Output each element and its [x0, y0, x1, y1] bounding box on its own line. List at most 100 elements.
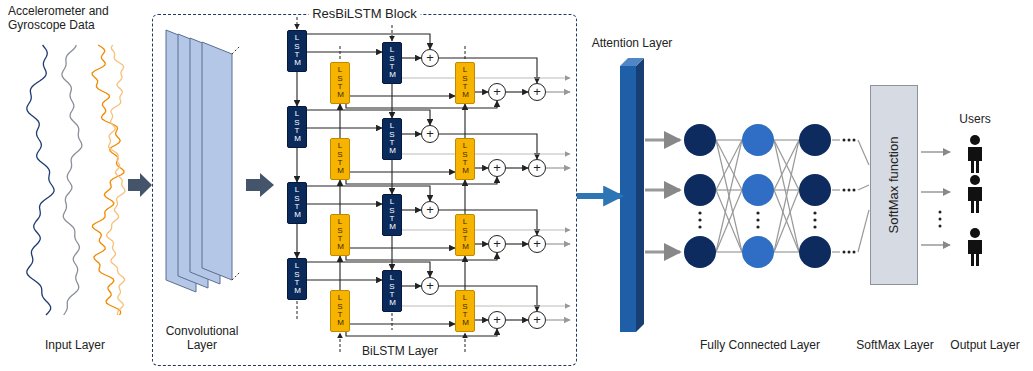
signal-trace [107, 45, 126, 315]
ellipsis-dot [813, 211, 816, 214]
lstm-label: LSTM [389, 274, 395, 308]
lstm-label: LSTM [389, 122, 395, 156]
user-icons [921, 135, 982, 266]
sum-sign: + [493, 85, 501, 98]
connector [307, 203, 382, 204]
lstm-backward: LSTM [455, 290, 475, 332]
ellipsis-dot [813, 218, 816, 221]
lstm-label: LSTM [337, 294, 343, 328]
connector [339, 104, 340, 138]
fc-link [774, 140, 799, 252]
output-stroke [402, 230, 570, 231]
connector [439, 58, 537, 83]
lstm-forward: LSTM [382, 270, 402, 312]
attention-bar [620, 58, 644, 332]
ellipsis-dot [939, 225, 942, 228]
neuron [684, 174, 716, 206]
ellipsis-dot [843, 251, 846, 254]
ellipsis-dot [843, 139, 846, 142]
output-stroke [402, 154, 570, 155]
connector [475, 243, 488, 244]
fc-link [858, 185, 869, 190]
sum-node: + [528, 159, 546, 177]
lstm-label: LSTM [389, 46, 395, 80]
sum-sign: + [493, 161, 501, 174]
ellipsis-dot [756, 225, 759, 228]
layer-label: Fully Connected Layer [700, 338, 820, 352]
layer-label: Attention Layer [590, 36, 675, 51]
ellipsis-dot [939, 211, 942, 214]
user-head [970, 228, 980, 238]
connector [350, 95, 455, 96]
fc-link [716, 140, 742, 190]
lstm-label: LSTM [462, 294, 468, 328]
ellipsis-dot [848, 189, 851, 192]
flow-arrow [645, 251, 680, 254]
conv-slabs [166, 30, 240, 292]
fc-link [774, 190, 799, 252]
sum-node: + [528, 83, 546, 101]
fc-link [716, 190, 742, 252]
lstm-forward: LSTM [382, 118, 402, 160]
flow-arrow [921, 244, 950, 245]
ellipsis-dot [813, 225, 816, 228]
output-stroke [402, 78, 570, 79]
connector [339, 180, 340, 214]
lstm-backward: LSTM [455, 214, 475, 256]
ellipsis-dot [698, 218, 701, 221]
fc-link [858, 210, 869, 252]
flow-arrow [921, 151, 950, 152]
fc-link [832, 251, 840, 252]
fully-connected-net [645, 124, 869, 268]
connector [307, 34, 430, 49]
connector [307, 127, 382, 128]
fc-link [716, 140, 742, 190]
lstm-forward: LSTM [382, 42, 402, 84]
sum-node: + [488, 83, 506, 101]
fc-link [774, 139, 799, 140]
output-stroke [546, 91, 570, 92]
input-caption: Accelerometer and Gyroscope Data [8, 4, 130, 33]
layer-label: Convolutional Layer [154, 324, 250, 353]
user-body [968, 240, 982, 266]
conv-layer: Convolutional Layer [154, 28, 250, 353]
user-head [970, 175, 980, 185]
layer-label: BiLSTM Layer [362, 344, 438, 358]
block-frame: ResBiLSTM BlockConvolutional LayerLSTMLS… [152, 14, 577, 366]
connector [307, 186, 430, 201]
layer-label: Output Layer [950, 338, 1019, 352]
ellipsis-dot [698, 225, 701, 228]
ellipsis-dot [853, 251, 856, 254]
sum-sign: + [426, 127, 434, 140]
connector [350, 247, 455, 248]
user-head [970, 135, 980, 145]
connector [402, 209, 421, 210]
lstm-label: LSTM [462, 142, 468, 176]
flow-arrow [128, 173, 152, 197]
fc-link [774, 189, 799, 190]
flow-arrow [645, 189, 680, 192]
connector [296, 224, 297, 258]
sum-sign: + [533, 237, 541, 250]
flow-arrow [921, 191, 950, 192]
connector [402, 57, 421, 58]
neuron [742, 236, 774, 268]
connector [391, 84, 392, 118]
sum-sign: + [533, 313, 541, 326]
connector [506, 243, 528, 244]
connector [506, 91, 528, 92]
connector [506, 319, 528, 320]
softmax-box: SoftMax function [870, 85, 918, 285]
connector [296, 148, 297, 182]
fc-link [774, 190, 799, 252]
neuron [684, 236, 716, 268]
neuron [684, 124, 716, 156]
connector [307, 262, 430, 277]
signal-trace [27, 45, 54, 315]
fc-link [774, 140, 799, 252]
connector [464, 180, 465, 214]
sensor-signals [27, 45, 125, 315]
connector [307, 279, 382, 280]
connector [475, 91, 488, 92]
user-body [968, 187, 982, 213]
